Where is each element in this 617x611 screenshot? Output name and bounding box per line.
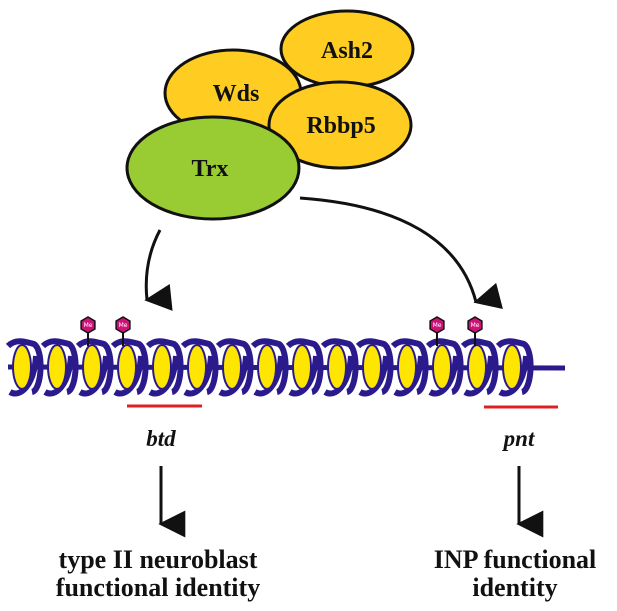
nucleosome: [425, 338, 464, 397]
wds-label: Wds: [213, 81, 260, 107]
methyl-label: Me: [433, 322, 442, 329]
nucleosome: [5, 338, 44, 397]
histone-core: [152, 344, 172, 390]
histone-core: [12, 344, 32, 390]
nucleosome: [460, 338, 499, 397]
histone-core: [257, 344, 277, 390]
dna-wrap-front: [110, 338, 149, 395]
dna-wrap-front: [320, 338, 359, 395]
nucleosome: [285, 338, 324, 397]
trx-protein: [125, 115, 301, 221]
nucleosome: [320, 338, 359, 397]
dna-wrap-front: [250, 338, 289, 395]
dna-wrap-front: [355, 338, 394, 395]
dna-wrap-front: [460, 338, 499, 395]
histone-core: [117, 344, 137, 390]
histone-core: [82, 344, 102, 390]
histone-core: [292, 344, 312, 390]
methyl-hexagon: [467, 316, 483, 334]
dna-wrap-front: [180, 338, 219, 395]
dna-wrap-front: [75, 338, 114, 395]
methyl-mark: Me: [467, 316, 483, 346]
trx-label: Trx: [192, 156, 229, 182]
dna-wrap-front: [495, 338, 534, 395]
histone-core: [432, 344, 452, 390]
methyl-label: Me: [84, 322, 93, 329]
methyl-mark: Me: [115, 316, 131, 346]
nucleosome: [110, 338, 149, 397]
nucleosome: [40, 338, 79, 397]
dna-wrap-front: [285, 338, 324, 395]
ash2-label: Ash2: [321, 38, 373, 64]
histone-core: [47, 344, 67, 390]
pnt-outcome-line1: INP functional: [434, 545, 597, 574]
protein-complex: Ash2 Wds Rbbp5 Trx: [125, 9, 415, 221]
recruitment-arrow-right: [299, 196, 503, 309]
dna-wrap-front: [425, 338, 464, 395]
pnt-gene-label: pnt: [502, 426, 535, 451]
dna-wrap-front: [5, 338, 44, 395]
pnt-outcome-line2: identity: [472, 573, 557, 602]
nucleosome: [250, 338, 289, 397]
nucleosome: [75, 338, 114, 397]
recruitment-arrow-left: [144, 229, 173, 311]
dna-wrap-front: [390, 338, 429, 395]
histone-core: [467, 344, 487, 390]
nucleosome: [145, 338, 184, 397]
dna-wrap-front: [145, 338, 184, 395]
methyl-label: Me: [119, 322, 128, 329]
methyl-mark: Me: [429, 316, 445, 346]
histone-core: [397, 344, 417, 390]
methyl-hexagon: [115, 316, 131, 334]
dna-wrap-front: [215, 338, 254, 395]
btd-outcome-line2: functional identity: [56, 573, 260, 602]
nucleosome: [495, 338, 534, 397]
histone-core: [327, 344, 347, 390]
histone-core: [362, 344, 382, 390]
histone-core: [502, 344, 522, 390]
histone-core: [187, 344, 207, 390]
methyl-label: Me: [471, 322, 480, 329]
methyl-hexagon: [80, 316, 96, 334]
btd-gene-label: btd: [146, 426, 176, 451]
methyl-hexagon: [429, 316, 445, 334]
dna-wrap-front: [40, 338, 79, 395]
nucleosome: [180, 338, 219, 397]
rbbp5-protein: [267, 80, 413, 170]
histone-core: [222, 344, 242, 390]
nucleosome: [390, 338, 429, 397]
methyl-mark: Me: [80, 316, 96, 346]
btd-outcome-line1: type II neuroblast: [59, 545, 258, 574]
chromatin-fiber: [5, 338, 566, 397]
nucleosome: [215, 338, 254, 397]
rbbp5-label: Rbbp5: [306, 113, 375, 139]
methyl-marks: Me Me Me Me: [80, 316, 483, 346]
nucleosome: [355, 338, 394, 397]
